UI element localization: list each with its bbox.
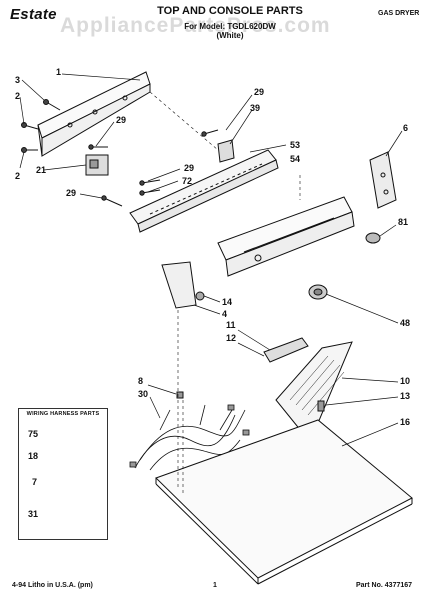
callout-4: 4 <box>222 309 228 319</box>
callout-2: 2 <box>15 171 21 181</box>
callout-2: 2 <box>15 91 21 101</box>
color-note: (White) <box>216 31 244 40</box>
knob-81 <box>365 232 381 244</box>
brand-logo: Estate <box>10 6 57 23</box>
callout-48: 48 <box>400 318 411 328</box>
callout-39: 39 <box>250 103 261 113</box>
lint-filter-cover <box>263 337 309 363</box>
watermark: AppliancePartsPros.com <box>60 14 331 37</box>
callout-81: 81 <box>398 217 409 227</box>
callout-29: 29 <box>66 188 77 198</box>
clip-8 <box>176 391 184 399</box>
callout-6: 6 <box>403 123 409 133</box>
console-back-panel <box>37 71 151 139</box>
callout-53: 53 <box>290 140 301 150</box>
callout-10: 10 <box>400 376 411 386</box>
callout-1: 1 <box>56 67 62 77</box>
callout-8: 8 <box>138 376 144 386</box>
top-panel <box>155 419 413 579</box>
callout-21: 21 <box>36 165 47 175</box>
callout-14: 14 <box>222 297 233 307</box>
callout-29: 29 <box>254 87 265 97</box>
dryer-type: GAS DRYER <box>378 10 420 17</box>
print-info: 4-94 Litho in U.S.A. (pm) <box>12 582 93 589</box>
callout-16: 16 <box>400 417 411 427</box>
page-number: 1 <box>213 582 217 589</box>
callout-29: 29 <box>184 163 195 173</box>
screw-parts <box>21 99 219 207</box>
callout-13: 13 <box>400 391 411 401</box>
model-line: For Model: TGDL620DW <box>184 22 276 31</box>
side-panel-4 <box>161 261 197 309</box>
clip-14 <box>195 291 205 301</box>
callout-29: 29 <box>116 115 127 125</box>
callout-12: 12 <box>226 333 237 343</box>
callout-54: 54 <box>290 154 301 164</box>
callout-7: 7 <box>32 477 38 487</box>
callout-18: 18 <box>28 451 39 461</box>
part-number: Part No. 4377167 <box>356 582 413 589</box>
console-end-cap <box>369 151 397 209</box>
wiring-box-title: WIRING HARNESS PARTS <box>26 411 100 417</box>
screw-13 <box>317 400 325 412</box>
callout-3: 3 <box>15 75 21 85</box>
wiring-harness-parts-box: WIRING HARNESS PARTS <box>18 408 108 540</box>
callout-75: 75 <box>28 429 39 439</box>
callout-11: 11 <box>226 320 236 330</box>
callout-30: 30 <box>138 389 149 399</box>
bracket-part <box>217 139 235 163</box>
callout-31: 31 <box>28 509 39 519</box>
page-title: TOP AND CONSOLE PARTS <box>157 5 303 17</box>
callout-72: 72 <box>182 176 193 186</box>
